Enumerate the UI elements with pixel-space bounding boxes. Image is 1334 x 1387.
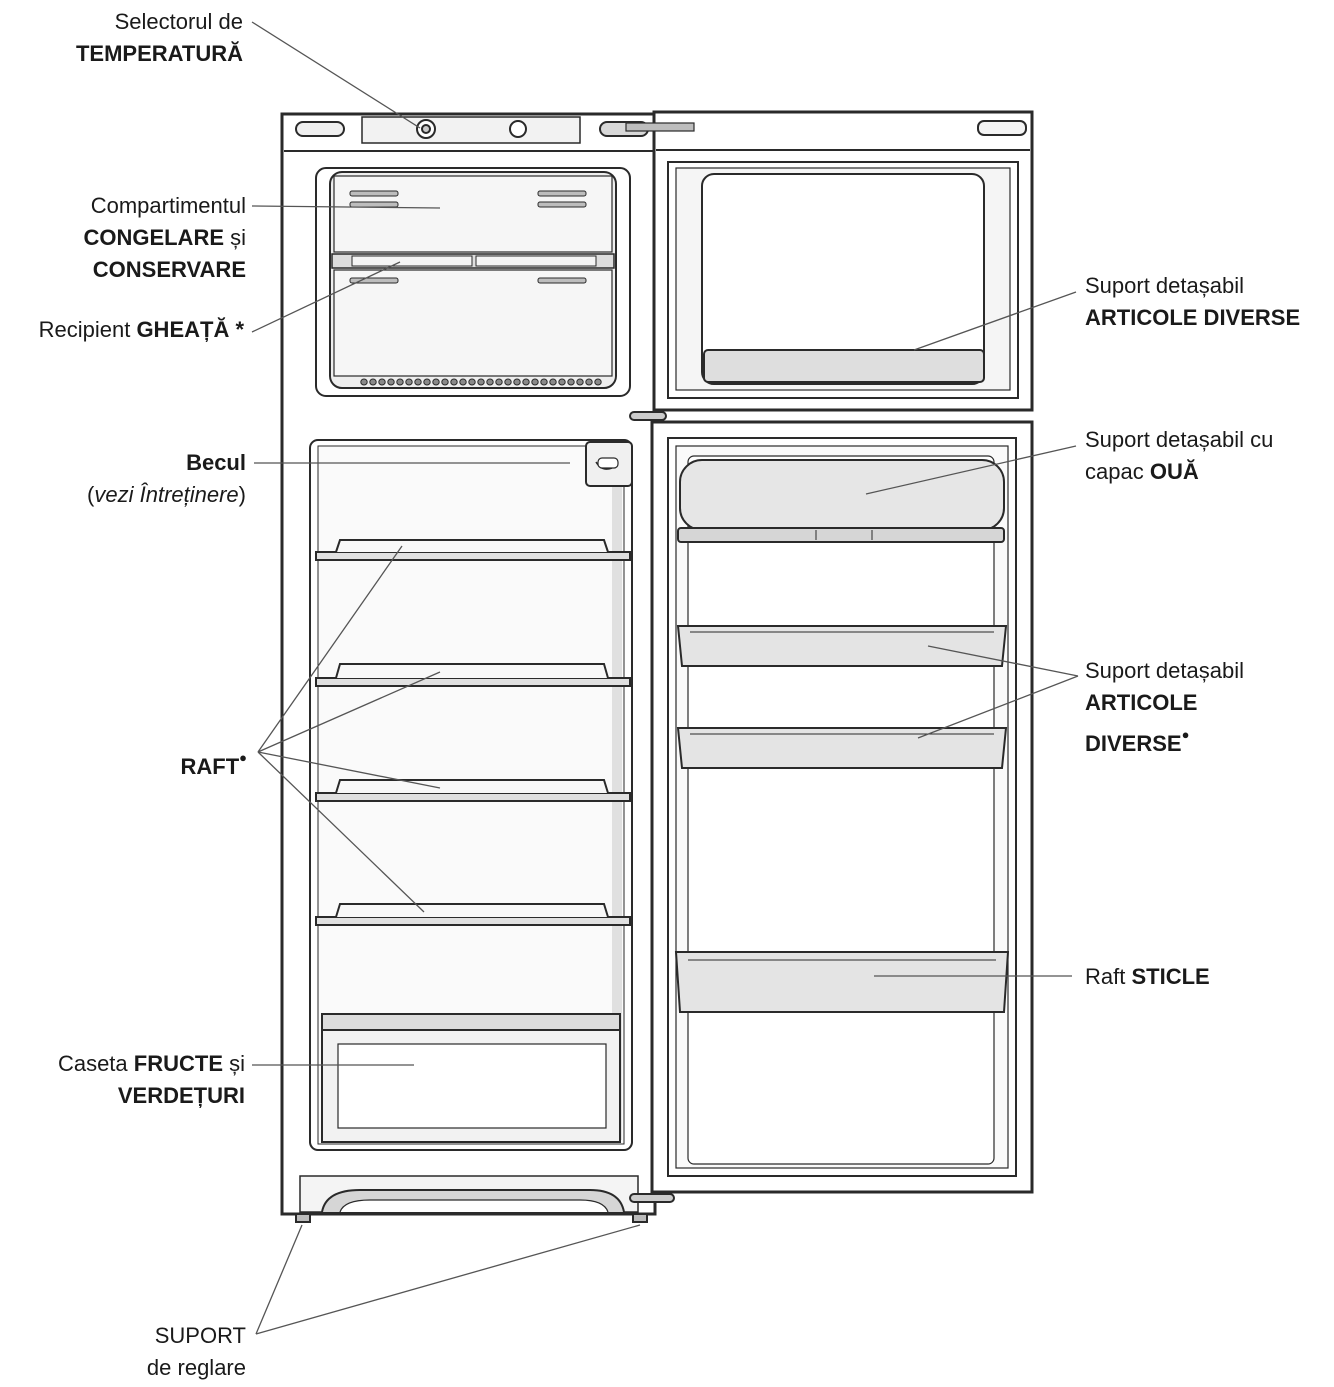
egg-holder <box>677 459 1005 543</box>
vent-hole <box>414 378 422 386</box>
bottom-grille <box>299 1175 639 1213</box>
vent-hole <box>594 378 602 386</box>
fridge-shelf-2 <box>315 663 631 687</box>
vent-hole <box>531 378 539 386</box>
label-bottle-shelf: Raft STICLE <box>1085 964 1210 989</box>
vent-hole <box>360 378 368 386</box>
vent-hole <box>378 378 386 386</box>
ice-tray <box>331 253 615 377</box>
vent-hole <box>459 378 467 386</box>
temperature-selector <box>416 119 527 139</box>
fridge-shelf-4 <box>315 903 631 926</box>
vent-hole <box>441 378 449 386</box>
vent-hole <box>423 378 431 386</box>
label-adjustable-feet: SUPORT de reglare <box>146 1323 246 1380</box>
vent-hole <box>432 378 440 386</box>
vent-hole <box>522 378 530 386</box>
vent-hole <box>504 378 512 386</box>
label-ice-tray: Recipient GHEAȚĂ * <box>38 317 244 342</box>
label-egg-holder: Suport detașabil cu capac OUĂ <box>1085 427 1274 484</box>
door-hinge-bottom <box>629 1193 675 1203</box>
adjustable-feet <box>295 1213 648 1223</box>
bottle-shelf <box>674 951 1010 1013</box>
vent-hole <box>450 378 458 386</box>
door-shelf-1 <box>676 625 1008 667</box>
vent-hole <box>396 378 404 386</box>
vent-hole <box>558 378 566 386</box>
vent-hole <box>369 378 377 386</box>
label-door-shelves: Suport detașabil ARTICOLE DIVERSE● <box>1085 658 1244 756</box>
vent-hole <box>387 378 395 386</box>
door-shelf-2 <box>676 727 1008 769</box>
vent-hole <box>405 378 413 386</box>
vent-hole <box>585 378 593 386</box>
vent-hole <box>540 378 548 386</box>
vent-hole <box>576 378 584 386</box>
vent-hole <box>549 378 557 386</box>
vent-hole <box>513 378 521 386</box>
label-light-bulb: Becul (vezi Întreținere) <box>87 450 246 507</box>
vent-hole <box>486 378 494 386</box>
light-bulb <box>585 441 633 487</box>
door-hinge <box>629 411 667 421</box>
vent-hole <box>477 378 485 386</box>
vent-hole <box>495 378 503 386</box>
leader-lines <box>251 21 1079 1335</box>
label-freezer-compartment: Compartimentul CONGELARE și CONSERVARE <box>83 193 246 282</box>
freezer-vent-row <box>360 378 602 386</box>
vent-hole <box>567 378 575 386</box>
label-crisper: Caseta FRUCTE și VERDEȚURI <box>57 1051 245 1108</box>
crisper-drawer <box>321 1013 621 1143</box>
vent-hole <box>468 378 476 386</box>
label-shelf: RAFT● <box>180 750 247 779</box>
freezer-door-bin <box>703 349 985 383</box>
label-upper-door-shelf: Suport detașabil ARTICOLE DIVERSE <box>1085 273 1301 330</box>
fridge-shelf-3 <box>315 779 631 802</box>
label-temperature-selector: Selectorul de TEMPERATURĂ <box>75 9 243 66</box>
fridge-shelf-1 <box>315 539 631 561</box>
